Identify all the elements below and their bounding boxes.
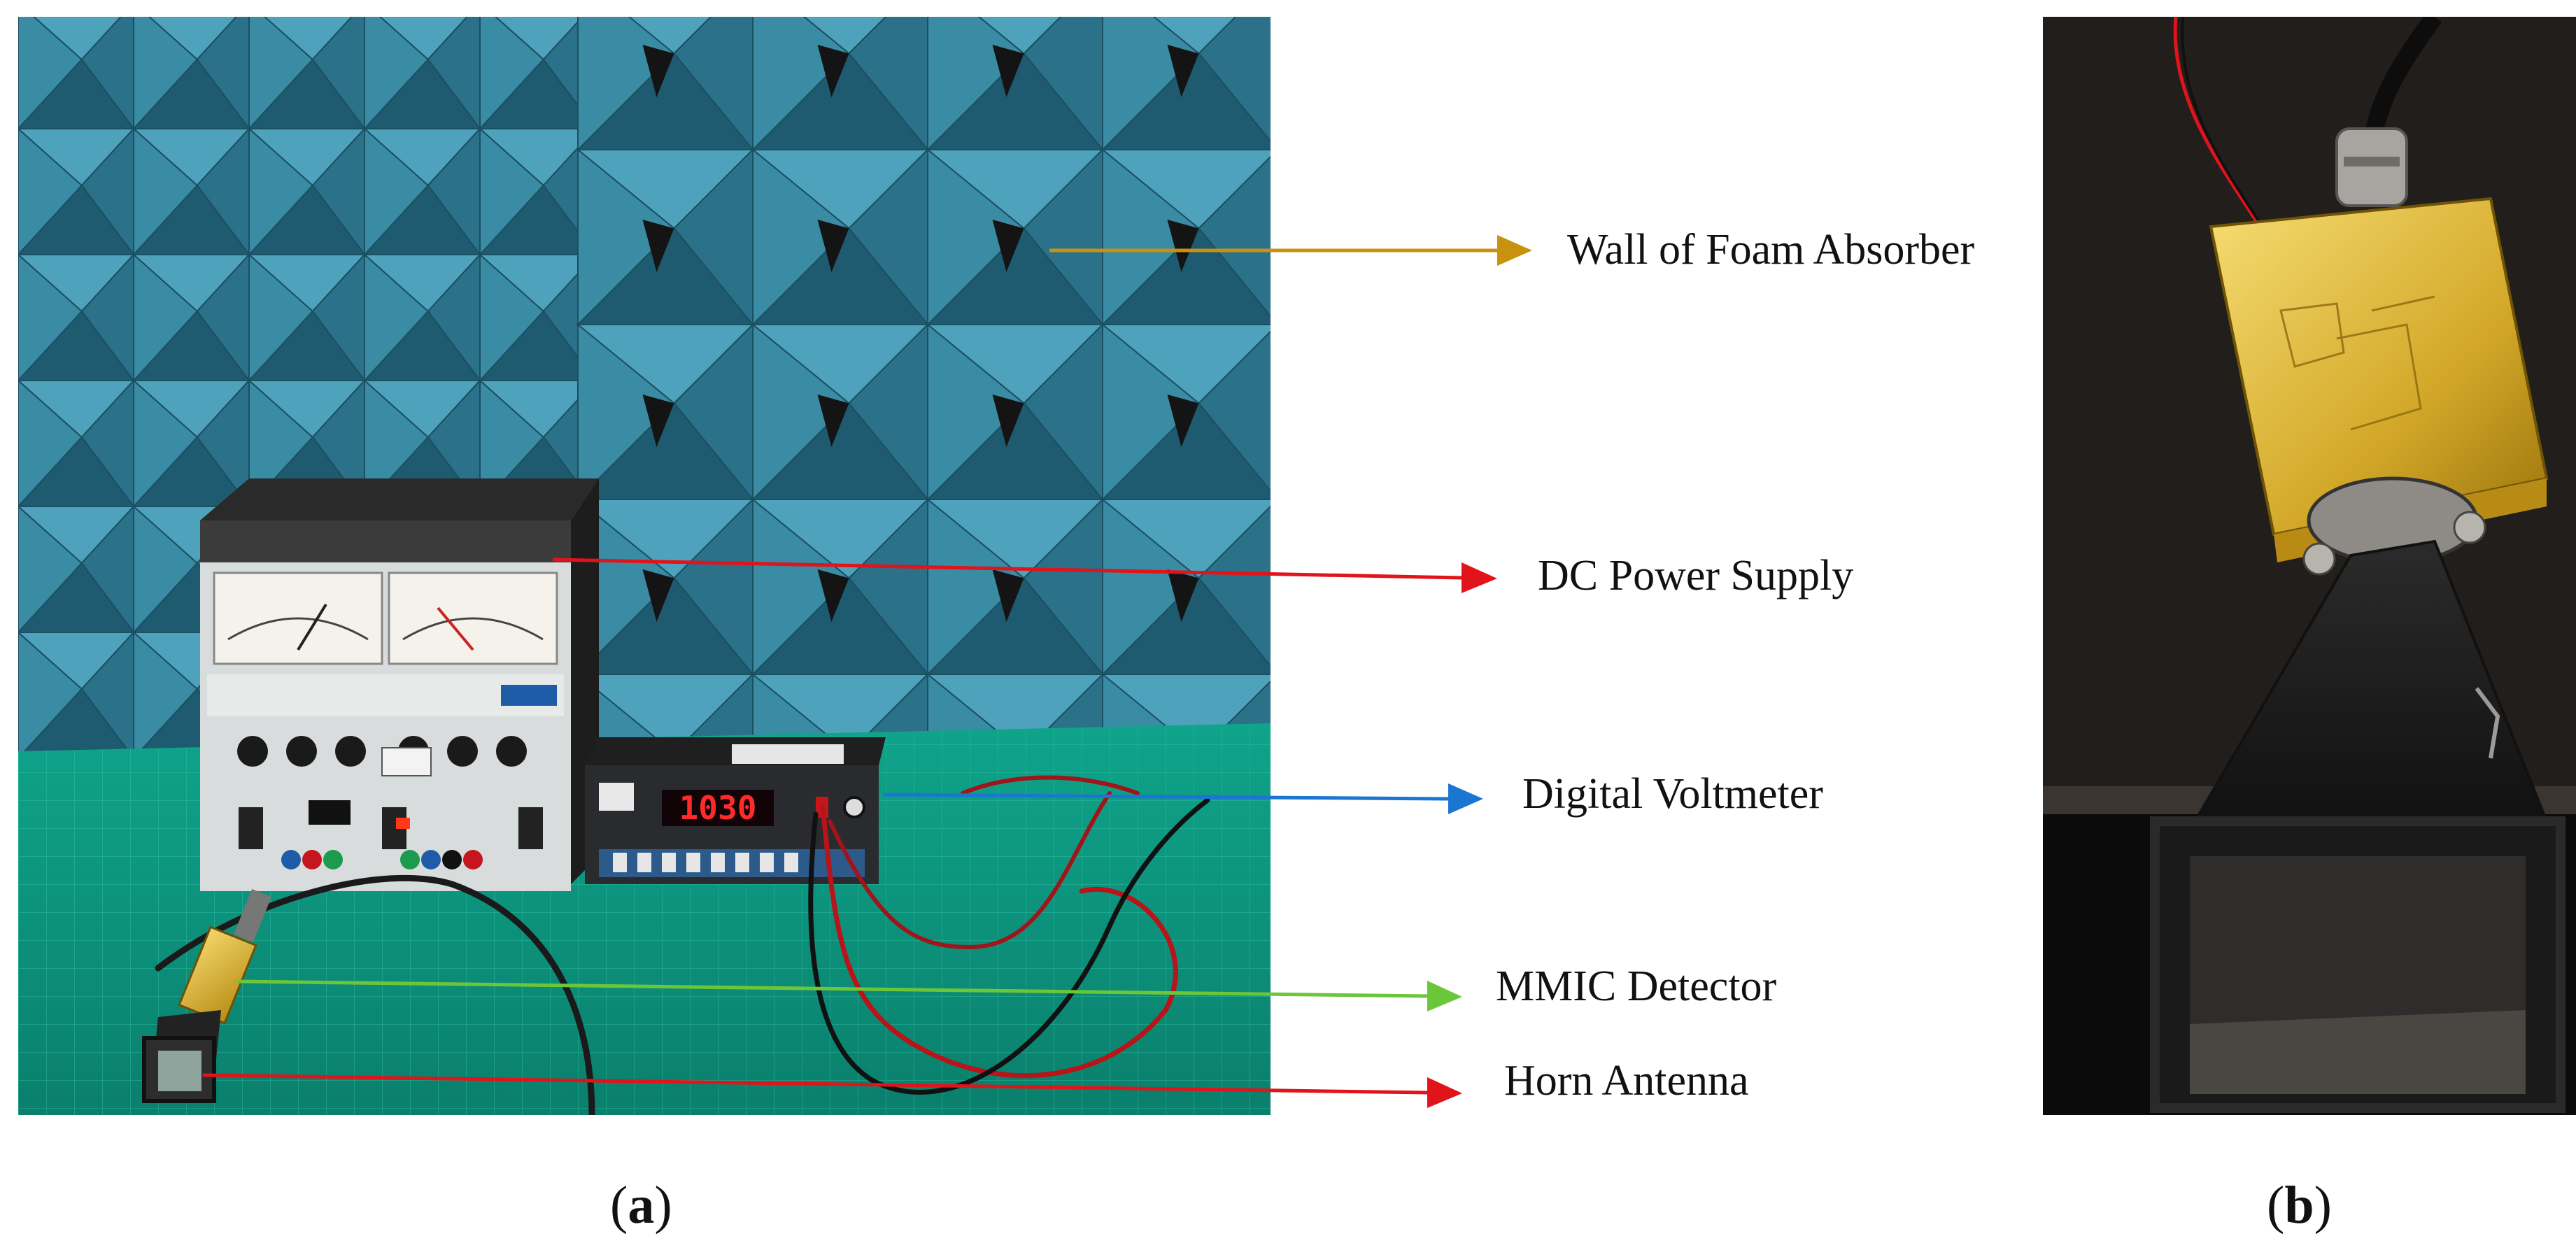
label-dc-power-supply: DC Power Supply — [1538, 552, 1854, 599]
dc-power-supply-device — [200, 478, 599, 891]
label-digital-voltmeter: Digital Voltmeter — [1522, 770, 1823, 818]
label-wall-of-foam-absorber: Wall of Foam Absorber — [1567, 226, 1975, 274]
photo-detector-closeup — [2043, 17, 2576, 1115]
caption-panel-a: (a) — [610, 1176, 672, 1235]
foam-wall-right — [576, 17, 1271, 851]
label-horn-antenna: Horn Antenna — [1504, 1057, 1749, 1105]
caption-panel-b: (b) — [2267, 1176, 2332, 1235]
setup-illustration: 1030 — [18, 17, 1271, 1115]
digital-voltmeter-device: 1030 — [585, 737, 886, 884]
voltmeter-reading: 1030 — [679, 789, 757, 827]
horn-antenna-device — [142, 1010, 221, 1103]
photo-measurement-setup: 1030 — [18, 17, 1271, 1115]
detector-closeup-illustration — [2043, 17, 2576, 1115]
label-mmic-detector: MMIC Detector — [1496, 963, 1777, 1010]
